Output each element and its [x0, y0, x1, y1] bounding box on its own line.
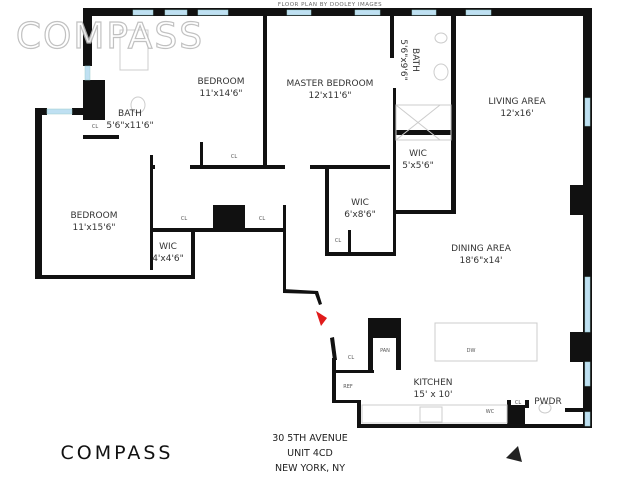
room-name: WIC — [409, 149, 427, 159]
closet-label: CL — [259, 216, 265, 222]
room-size: 15' x 10' — [414, 390, 453, 400]
closet-label: CL — [92, 124, 98, 130]
address-line2: UNIT 4CD — [287, 448, 333, 459]
kitchen-island — [434, 322, 538, 362]
north-arrow-icon — [506, 446, 522, 462]
windows — [46, 9, 591, 427]
fixtures — [119, 29, 552, 424]
closet-label: CL — [181, 216, 187, 222]
room-size: 11'x15'6" — [72, 223, 115, 233]
toilet — [538, 402, 552, 414]
bathtub — [119, 29, 149, 71]
room-name: KITCHEN — [414, 378, 453, 388]
toilet — [434, 32, 448, 44]
watermark-logo: COMPASS — [16, 16, 204, 57]
closet-label: CL — [231, 154, 237, 160]
room-name: BATH — [410, 48, 420, 72]
room-size: 5'6"x9'6" — [398, 39, 408, 80]
room-size: 5'6"x11'6" — [106, 121, 153, 131]
closet-label: CL — [515, 400, 521, 406]
closet-label: CL — [335, 238, 341, 244]
room-size: 5'x5'6" — [402, 161, 434, 171]
room-size: 11'x14'6" — [199, 89, 242, 99]
compass-logo: COMPASS — [61, 442, 174, 464]
wine-cooler-label: WC — [486, 409, 495, 415]
entry-marker-icon — [316, 311, 327, 326]
room-size: 6'x8'6" — [344, 210, 376, 220]
room-name: BEDROOM — [71, 211, 118, 221]
room-size: 12'x11'6" — [308, 91, 351, 101]
address-line3: NEW YORK, NY — [275, 463, 345, 474]
range — [419, 406, 443, 423]
room-name: PWDR — [534, 397, 562, 407]
sink — [433, 63, 449, 81]
walls — [35, 8, 592, 428]
room-name: BATH — [118, 109, 142, 119]
pantry-label: PAN — [380, 348, 390, 354]
room-name: BEDROOM — [198, 77, 245, 87]
room-size: 18'6"x14' — [459, 256, 502, 266]
sink — [130, 96, 146, 114]
shower — [395, 104, 452, 141]
counter — [361, 404, 508, 424]
room-name: LIVING AREA — [488, 97, 546, 107]
address-line1: 30 5TH AVENUE — [272, 433, 348, 444]
closet-label: CL — [348, 355, 354, 361]
room-size: 12'x16' — [500, 109, 533, 119]
room-name: WIC — [159, 242, 177, 252]
room-name: DINING AREA — [451, 244, 512, 254]
room-name: MASTER BEDROOM — [287, 79, 374, 89]
ref-label: REF — [343, 384, 353, 390]
credit: FLOOR PLAN BY DOOLEY IMAGES — [278, 2, 382, 8]
room-name: WIC — [351, 198, 369, 208]
dishwasher-label: DW — [467, 348, 476, 354]
room-size: 4'x4'6" — [152, 254, 184, 264]
